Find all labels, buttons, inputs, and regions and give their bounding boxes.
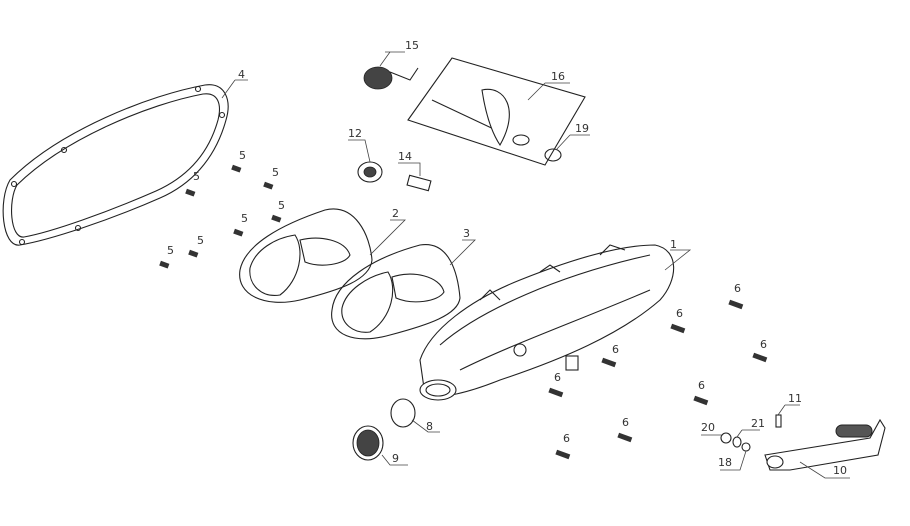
- callout-6a: 6: [734, 282, 741, 295]
- callout-5f: 5: [167, 244, 174, 257]
- part-8-ring: [390, 398, 416, 428]
- callout-6f: 6: [698, 379, 705, 392]
- callout-5g: 5: [197, 234, 204, 247]
- part-19-washer: [544, 148, 562, 162]
- part-20-washer: [720, 432, 732, 444]
- part-18-clip: [741, 442, 751, 452]
- callout-20: 20: [701, 421, 715, 434]
- part-9-bearing: [352, 425, 384, 461]
- callout-5d: 5: [241, 212, 248, 225]
- callout-4: 4: [238, 68, 245, 81]
- callout-3: 3: [463, 227, 470, 240]
- callout-6b: 6: [676, 307, 683, 320]
- part-11-bolt: [775, 414, 782, 428]
- callout-labels: 1 2 3 4 5 5 5 5 5 5 5 6 6 6 6 6 6 6 6 8 …: [167, 39, 847, 477]
- part-3-gasket: [331, 244, 461, 340]
- callout-6g: 6: [622, 416, 629, 429]
- callout-18: 18: [718, 456, 732, 469]
- part-4-cover-gasket: [2, 84, 229, 246]
- bolts-5: [159, 164, 282, 269]
- callout-2: 2: [392, 207, 399, 220]
- callout-10: 10: [833, 464, 847, 477]
- callout-5c: 5: [272, 166, 279, 179]
- callout-6d: 6: [612, 343, 619, 356]
- part-16-kickstart-shaft: [407, 57, 586, 166]
- callout-6e: 6: [554, 371, 561, 384]
- part-10-kick-lever: [764, 418, 886, 471]
- callout-21: 21: [751, 417, 765, 430]
- callout-5b: 5: [193, 170, 200, 183]
- callout-19: 19: [575, 122, 589, 135]
- callout-6h: 6: [563, 432, 570, 445]
- part-2-gasket: [239, 208, 373, 303]
- callout-9: 9: [392, 452, 399, 465]
- part-1-crankcase-cover: [419, 244, 675, 401]
- callout-16: 16: [551, 70, 565, 83]
- leader-lines: [221, 51, 850, 479]
- callout-5a: 5: [239, 149, 246, 162]
- part-12-bushing: [357, 161, 383, 183]
- part-15-spring: [363, 66, 419, 90]
- part-21-washer: [732, 436, 742, 448]
- callout-6c: 6: [760, 338, 767, 351]
- callout-8: 8: [426, 420, 433, 433]
- callout-12: 12: [348, 127, 362, 140]
- callout-11: 11: [788, 392, 802, 405]
- callout-5e: 5: [278, 199, 285, 212]
- callout-15: 15: [405, 39, 419, 52]
- callout-1: 1: [670, 238, 677, 251]
- callout-14: 14: [398, 150, 412, 163]
- part-14-pin: [406, 174, 432, 192]
- bolts-6: [548, 299, 768, 460]
